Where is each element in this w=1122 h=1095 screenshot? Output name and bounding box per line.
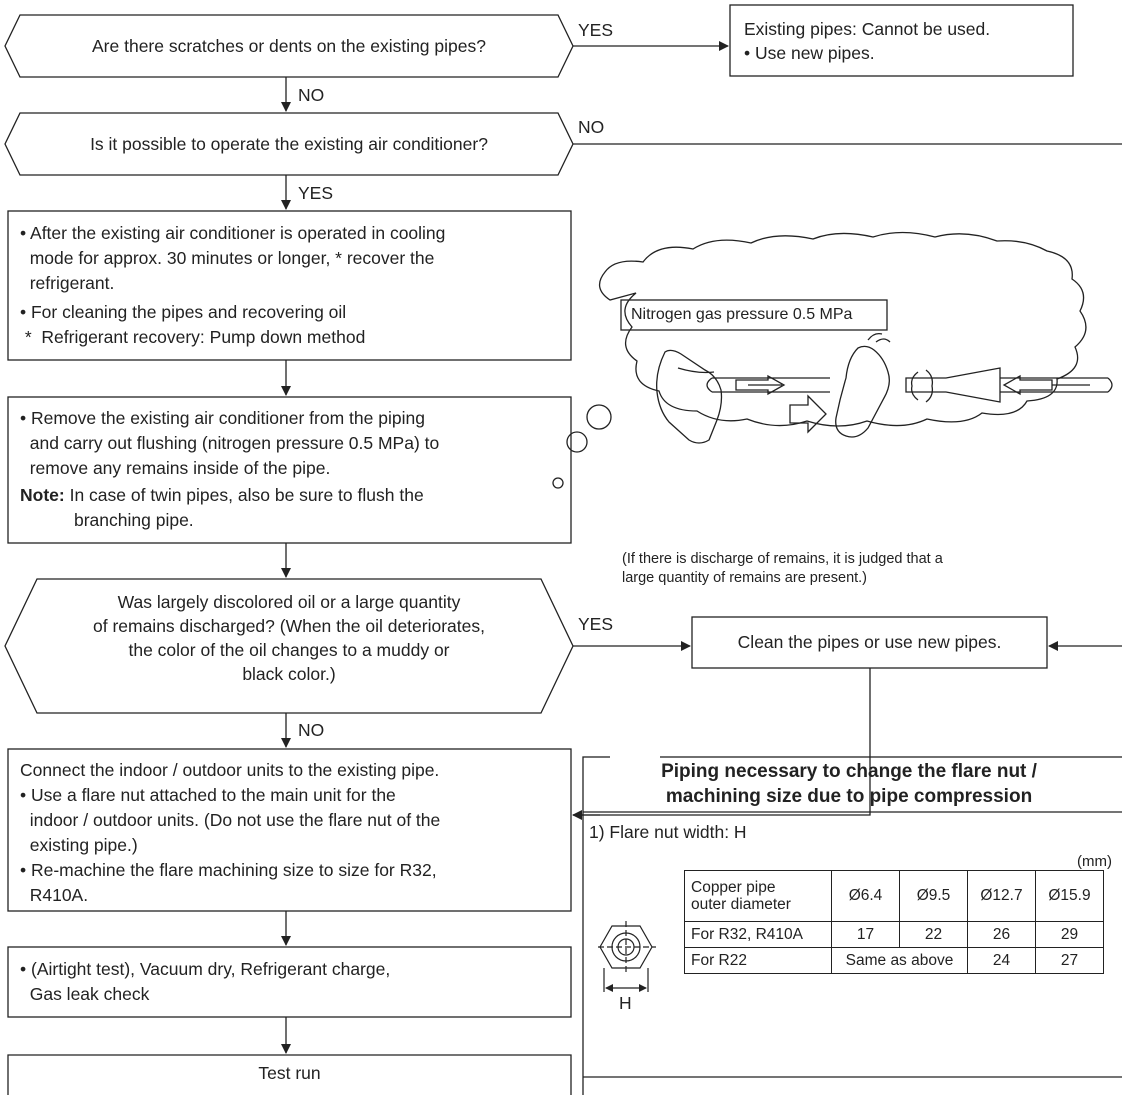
step-2-note-line2: branching pipe.	[74, 510, 194, 530]
panel-title-line1: Piping necessary to change the flare nut…	[661, 761, 1037, 782]
decision-2-shape	[4, 112, 574, 176]
table-cell: 29	[1035, 921, 1104, 948]
step-4-line2: Gas leak check	[20, 984, 150, 1004]
step-1-line: • For cleaning the pipes and recovering …	[20, 302, 347, 322]
decision-3-line: Was largely discolored oil or a large qu…	[117, 592, 461, 612]
decision-1-shape	[4, 14, 574, 78]
table-cell: 24	[967, 947, 1036, 974]
step-3-line: Connect the indoor / outdoor units to th…	[20, 760, 440, 780]
remains-note-line1: (If there is discharge of remains, it is…	[622, 551, 943, 567]
step-3-line: existing pipe.)	[20, 835, 138, 855]
note-text: In case of twin pipes, also be sure to f…	[64, 485, 424, 505]
step-3-line: indoor / outdoor units. (Do not use the …	[20, 810, 441, 830]
decision-2-no: NO	[578, 117, 605, 137]
result-3-text: Clean the pipes or use new pipes.	[737, 632, 1002, 652]
step-4-box	[7, 946, 572, 1018]
spec-panel	[582, 756, 1122, 1095]
table-size: Ø6.4	[831, 870, 900, 922]
step-1-box	[7, 210, 572, 361]
decision-2-text: Is it possible to operate the existing a…	[90, 134, 488, 154]
step-3-line: • Re-machine the flare machining size to…	[20, 860, 437, 880]
table-row-label: For R32, R410A	[684, 921, 832, 948]
decision-3-shape	[4, 578, 574, 714]
cloud-bubble-large	[586, 404, 612, 430]
illustration-cloud	[598, 231, 1087, 427]
flow-arrow-left	[735, 374, 786, 396]
table-cell-same: Same as above	[831, 947, 968, 974]
panel-unit: (mm)	[1077, 853, 1112, 870]
big-arrow	[789, 394, 827, 434]
table-cell: 27	[1035, 947, 1104, 974]
cover	[610, 725, 660, 765]
step-3-line: R410A.	[20, 885, 89, 905]
decision-3-yes: YES	[578, 614, 614, 634]
step-4-line1: • (Airtight test), Vacuum dry, Refrigera…	[20, 959, 391, 979]
cloud-label-box	[620, 299, 888, 331]
step-2-line: and carry out flushing (nitrogen pressur…	[20, 433, 440, 453]
result-1-line2: • Use new pipes.	[744, 43, 875, 63]
flare-fitting	[905, 367, 1001, 403]
hand-left-icon	[656, 349, 723, 444]
decision-1-text: Are there scratches or dents on the exis…	[92, 36, 486, 56]
table-size: Ø12.7	[967, 870, 1036, 922]
step-5-box	[7, 1054, 572, 1095]
cloud-label: Nitrogen gas pressure 0.5 MPa	[631, 306, 853, 323]
hand-right-icon	[835, 345, 890, 438]
flare-nut-icon	[598, 921, 656, 992]
step-1-line: mode for approx. 30 minutes or longer, *…	[20, 248, 435, 268]
panel-title-line2: machining size due to pipe compression	[665, 786, 1033, 807]
dimension-label: H	[619, 993, 632, 1013]
table-row-label: For R22	[684, 947, 832, 974]
table-cell: 26	[967, 921, 1036, 948]
step-5-text: Test run	[258, 1063, 321, 1083]
decision-2-yes: YES	[298, 183, 334, 203]
cloud-bubble-medium	[566, 431, 588, 453]
step-1-line: * Refrigerant recovery: Pump down method	[20, 327, 366, 347]
step-1-line: • After the existing air conditioner is …	[20, 223, 446, 243]
step-3-line: • Use a flare nut attached to the main u…	[20, 785, 396, 805]
step-2-line: • Remove the existing air conditioner fr…	[20, 408, 425, 428]
step-3-box	[7, 748, 572, 912]
table-size: Ø15.9	[1035, 870, 1104, 922]
step-2-box	[7, 396, 572, 544]
table-cell: 22	[899, 921, 968, 948]
decision-1-yes: YES	[578, 20, 614, 40]
table-size: Ø9.5	[899, 870, 968, 922]
step-2-line: remove any remains inside of the pipe.	[20, 458, 331, 478]
decision-1-no: NO	[298, 85, 325, 105]
decision-3-line: of remains discharged? (When the oil det…	[92, 616, 485, 636]
panel-subtitle: 1) Flare nut width: H	[589, 822, 747, 842]
decision-3-line: black color.)	[242, 664, 336, 684]
flow-arrow-right	[1002, 374, 1053, 396]
note-label: Note:	[20, 485, 65, 505]
remains-note-line2: large quantity of remains are present.)	[622, 570, 868, 586]
decision-3-no: NO	[298, 720, 325, 740]
table-cell: 17	[831, 921, 900, 948]
result-1-line1: Existing pipes: Cannot be used.	[744, 19, 991, 39]
decision-3-line: the color of the oil changes to a muddy …	[128, 640, 450, 660]
result-1-box	[729, 4, 1074, 77]
step-1-line: refrigerant.	[20, 273, 115, 293]
step-2-note: Note: In case of twin pipes, also be sur…	[20, 484, 424, 506]
cloud-bubble-small	[552, 477, 564, 489]
